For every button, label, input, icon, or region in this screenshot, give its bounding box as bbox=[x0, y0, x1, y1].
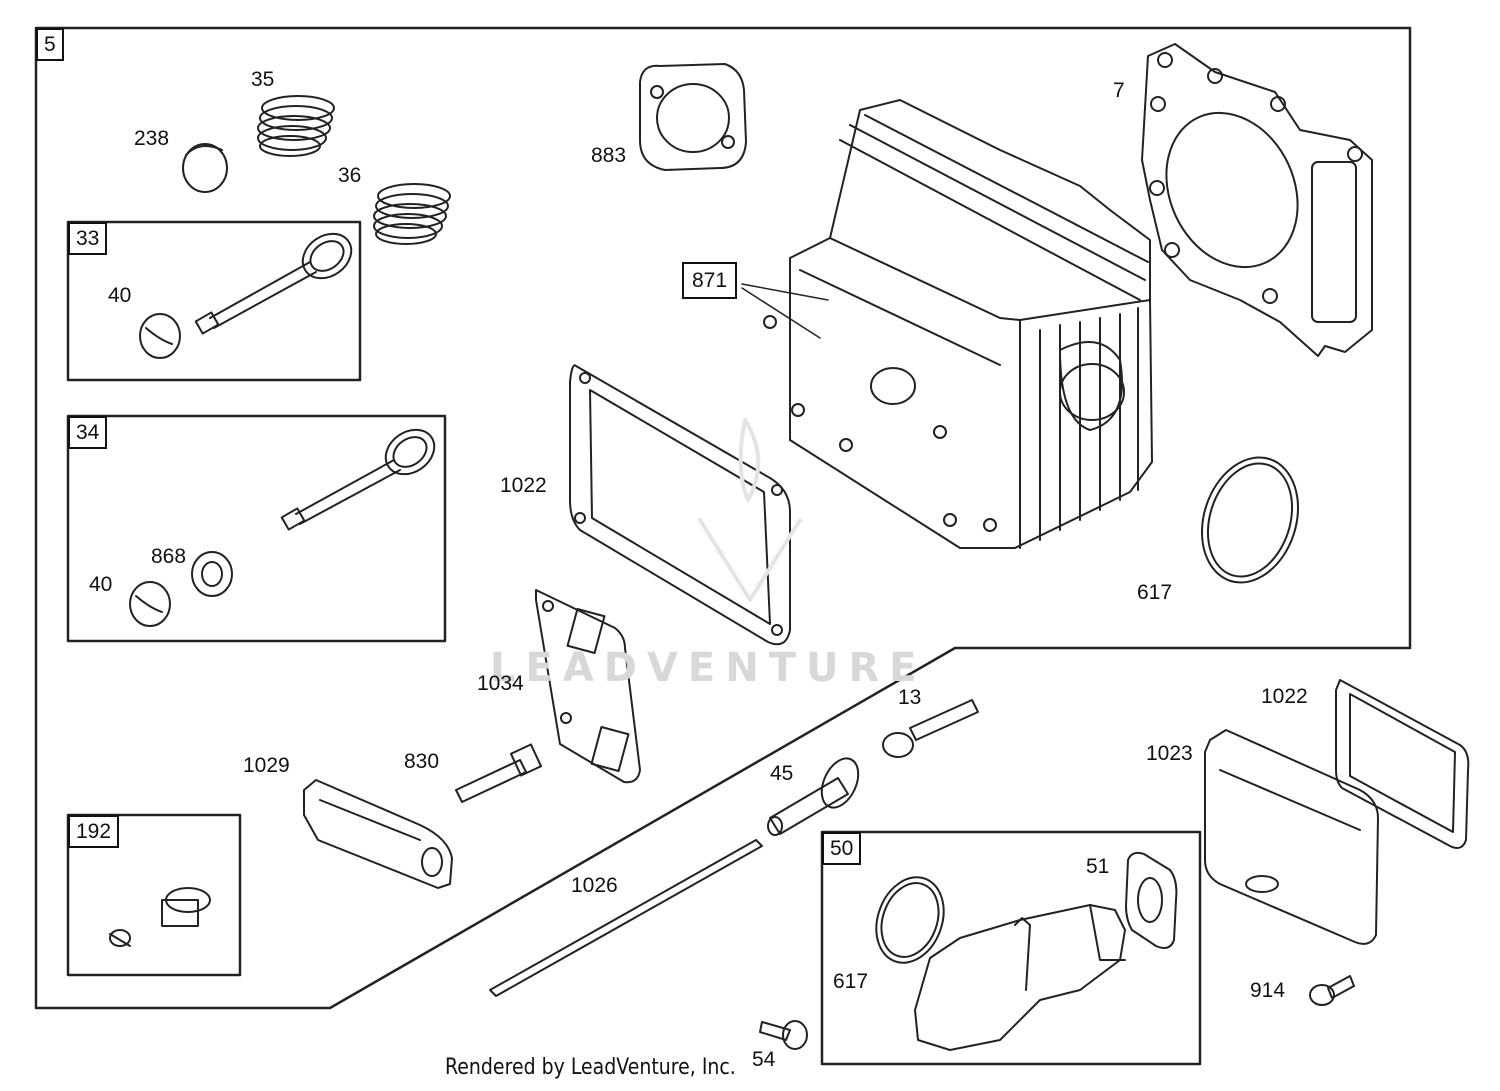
fitting-192 bbox=[109, 887, 211, 947]
callout-1022-lower: 1022 bbox=[1261, 685, 1308, 708]
callout-830: 830 bbox=[404, 750, 440, 773]
exhaust-valve-33 bbox=[139, 232, 353, 359]
o-ring-617-upper bbox=[1200, 456, 1300, 584]
valve-cap-238 bbox=[182, 143, 228, 193]
push-rod-1026 bbox=[489, 839, 763, 997]
callout-914: 914 bbox=[1250, 979, 1286, 1002]
plate-1034 bbox=[535, 589, 641, 784]
valve-spring-36 bbox=[373, 183, 451, 245]
intake-gasket-51 bbox=[1125, 851, 1178, 949]
group-label-50: 50 bbox=[822, 832, 862, 865]
stud-830 bbox=[455, 743, 543, 803]
leader-871-a bbox=[741, 283, 829, 301]
callout-1026: 1026 bbox=[571, 874, 618, 897]
group-label-192: 192 bbox=[68, 815, 120, 848]
bolt-13 bbox=[882, 699, 979, 758]
callout-45: 45 bbox=[770, 762, 794, 785]
subassembly-50-box bbox=[820, 830, 1202, 1066]
callout-40-upper: 40 bbox=[108, 284, 132, 307]
callout-40-lower: 40 bbox=[89, 573, 113, 596]
rocker-cover-gasket-1022-lower bbox=[1335, 679, 1470, 849]
valve-spring-35 bbox=[257, 95, 335, 157]
bolt-914 bbox=[1309, 975, 1355, 1006]
assembly-5-outline bbox=[34, 26, 1412, 1010]
callout-1023: 1023 bbox=[1146, 742, 1193, 765]
group-label-871: 871 bbox=[682, 262, 738, 299]
rocker-cover-1023 bbox=[1204, 729, 1379, 945]
subassembly-34-box bbox=[66, 414, 447, 643]
footer-credit: Rendered by LeadVenture, Inc. bbox=[445, 1055, 736, 1080]
leader-871-b bbox=[741, 287, 821, 339]
group-label-33: 33 bbox=[68, 222, 108, 255]
callout-35: 35 bbox=[251, 68, 275, 91]
subassembly-192-box bbox=[66, 813, 242, 977]
callout-51: 51 bbox=[1086, 855, 1110, 878]
callout-7: 7 bbox=[1113, 79, 1125, 102]
watermark-text: LEADVENTURE bbox=[490, 645, 927, 691]
callout-617-upper: 617 bbox=[1137, 581, 1173, 604]
group-label-34: 34 bbox=[68, 416, 108, 449]
callout-617-lower: 617 bbox=[833, 970, 869, 993]
watermark-logo bbox=[698, 418, 802, 602]
callout-238: 238 bbox=[134, 127, 170, 150]
rocker-cover-gasket-1022-upper bbox=[569, 364, 791, 646]
o-ring-617-lower bbox=[875, 876, 945, 964]
o-ring-617-upper-inner bbox=[1206, 462, 1294, 578]
callout-1034: 1034 bbox=[477, 672, 524, 695]
callout-868: 868 bbox=[151, 545, 187, 568]
intake-manifold-50 bbox=[914, 904, 1126, 1051]
callout-883: 883 bbox=[591, 144, 627, 167]
group-label-5: 5 bbox=[36, 28, 64, 61]
rocker-arm-1029 bbox=[303, 779, 453, 889]
bolt-54 bbox=[759, 1020, 808, 1050]
callout-36: 36 bbox=[338, 164, 362, 187]
head-gasket-7 bbox=[1141, 43, 1373, 357]
subassembly-33-box bbox=[66, 220, 362, 382]
exhaust-gasket-883 bbox=[639, 63, 747, 171]
cylinder-head bbox=[763, 99, 1153, 549]
callout-13: 13 bbox=[898, 686, 922, 709]
o-ring-617-lower-inner bbox=[880, 882, 940, 958]
callout-1022-upper: 1022 bbox=[500, 474, 547, 497]
callout-54: 54 bbox=[752, 1048, 776, 1071]
callout-1029: 1029 bbox=[243, 754, 290, 777]
intake-valve-34 bbox=[129, 428, 436, 627]
guide-tube-45 bbox=[767, 757, 860, 836]
